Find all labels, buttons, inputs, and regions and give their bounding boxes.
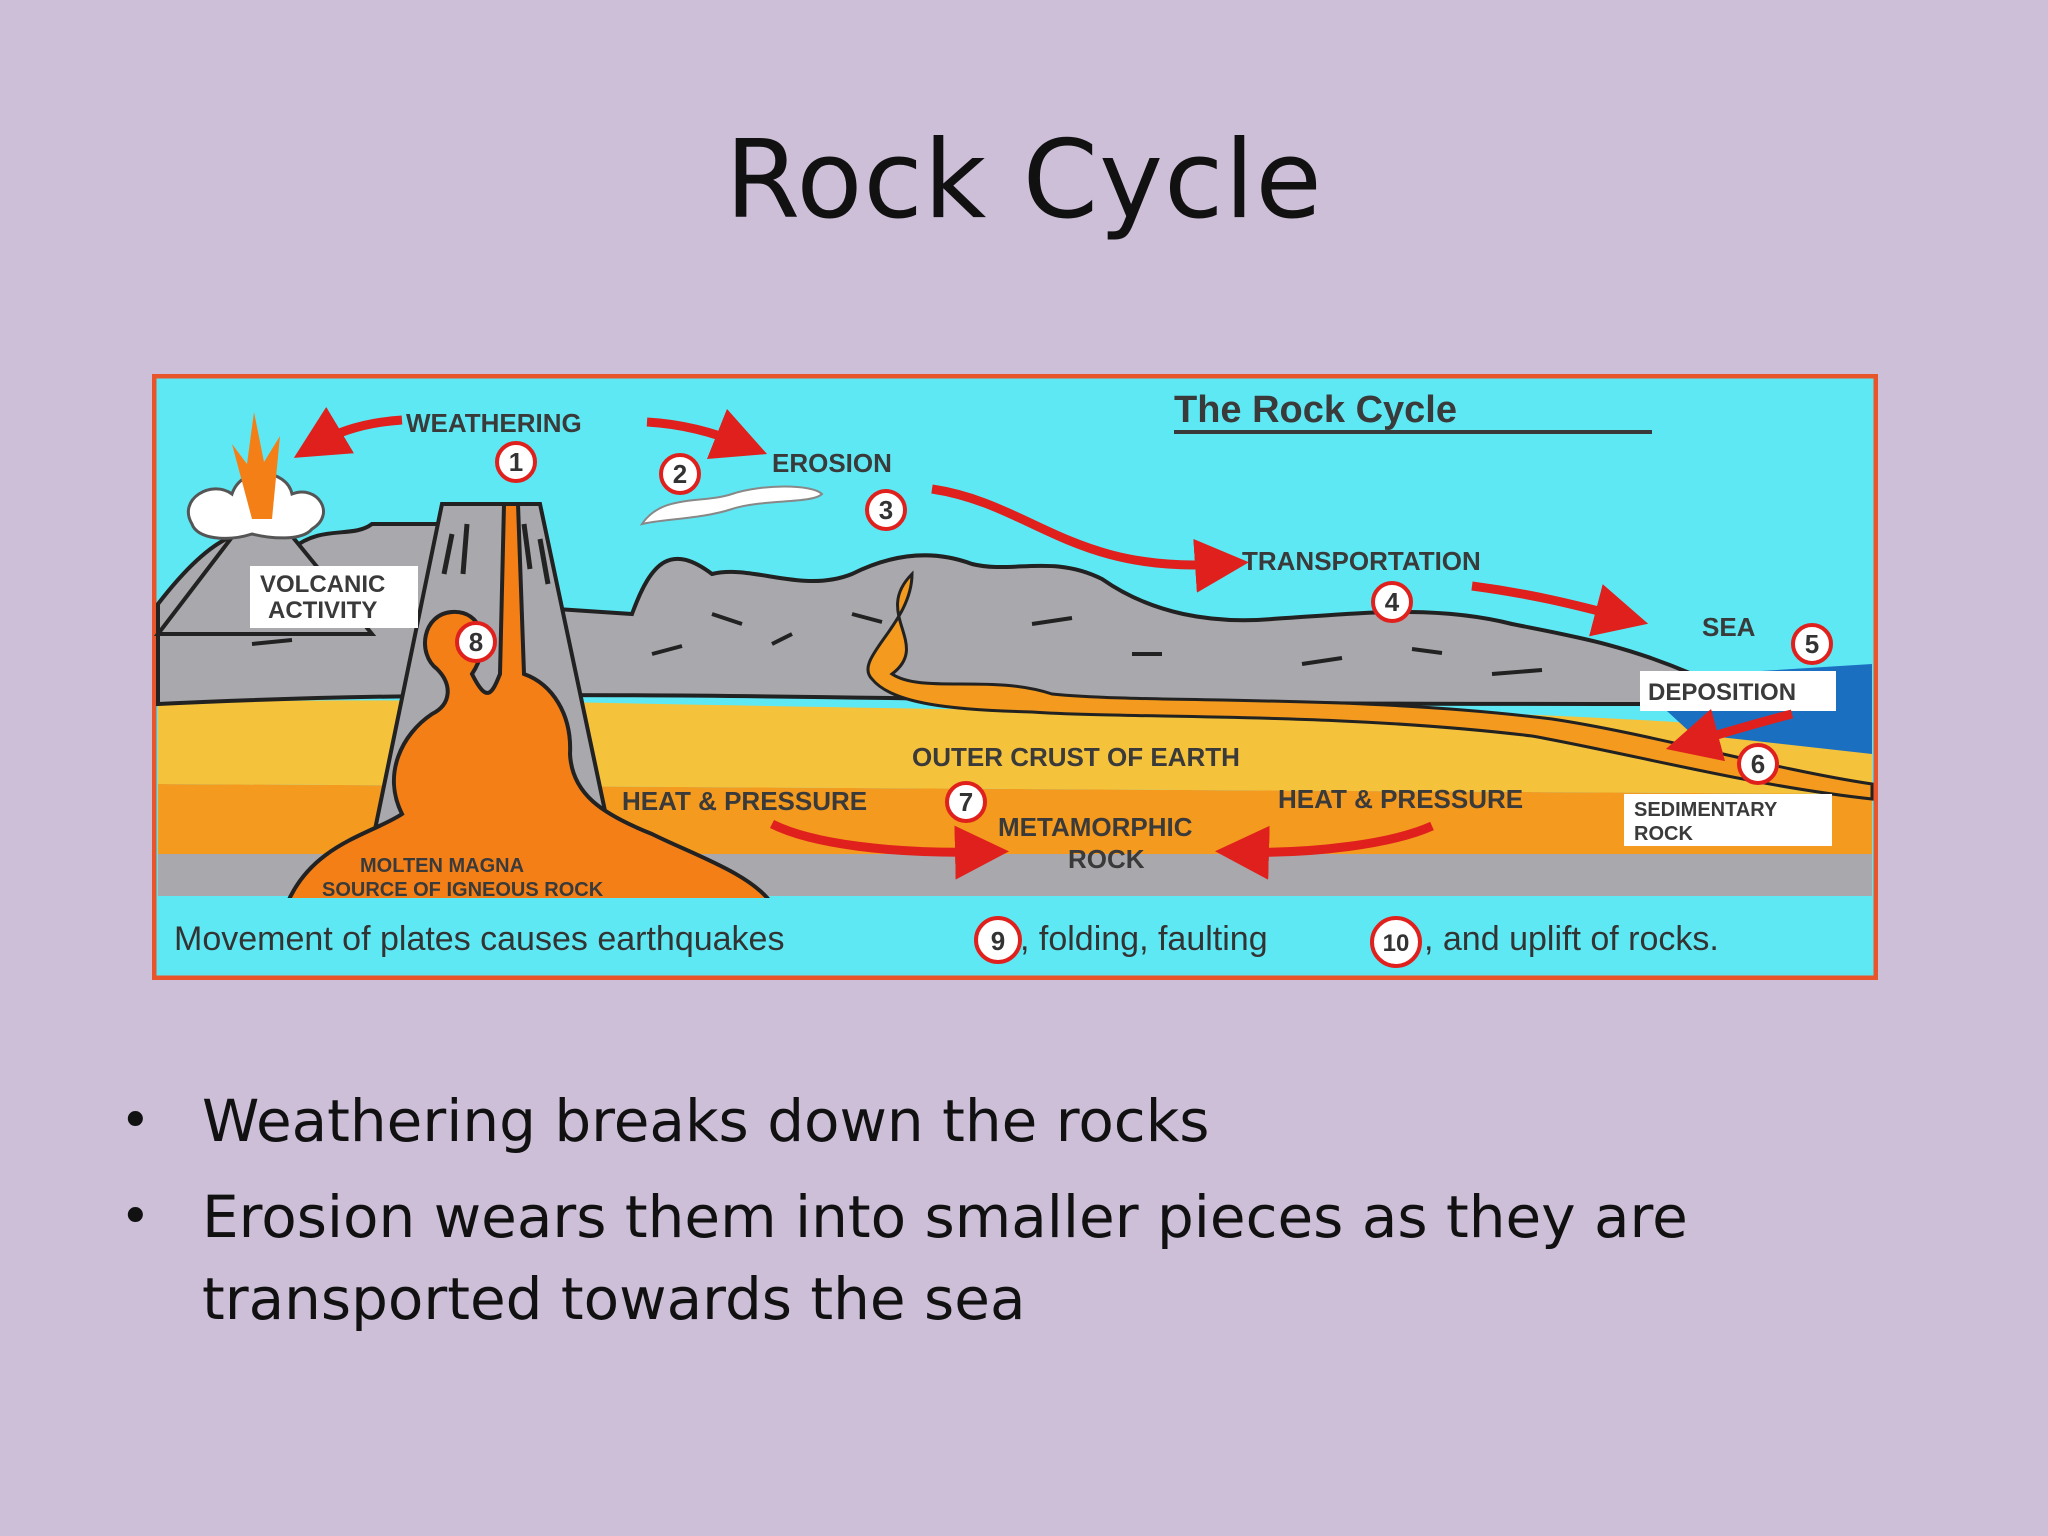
- arrow-erosion-transport: [931, 484, 1249, 593]
- steam-plume: [639, 485, 824, 526]
- svg-text:4: 4: [1385, 587, 1400, 617]
- svg-text:8: 8: [469, 627, 483, 657]
- footer-text-1: Movement of plates causes earthquakes: [174, 920, 784, 958]
- label-sedimentary-2: ROCK: [1634, 823, 1693, 845]
- rock-cycle-diagram: The Rock Cycle WEATHERING EROSION TRANSP…: [152, 374, 1878, 980]
- process-arrows: [293, 406, 1794, 880]
- label-magma-2: SOURCE OF IGNEOUS ROCK: [322, 879, 604, 901]
- arrow-transport-sea: [1471, 581, 1649, 637]
- label-magma-1: MOLTEN MAGNA: [360, 855, 524, 877]
- svg-text:1: 1: [509, 447, 523, 477]
- volcanic-label-box: [250, 566, 418, 628]
- label-outer-crust: OUTER CRUST OF EARTH: [912, 742, 1240, 772]
- diagram-title: The Rock Cycle: [1174, 389, 1457, 431]
- label-weathering: WEATHERING: [406, 408, 582, 438]
- svg-text:7: 7: [959, 787, 973, 817]
- label-sedimentary-1: SEDIMENTARY: [1634, 799, 1778, 821]
- eruption-flame: [232, 412, 280, 519]
- label-volcanic-1: VOLCANIC: [260, 571, 385, 598]
- step-2: 2: [659, 453, 701, 495]
- svg-text:5: 5: [1805, 629, 1819, 659]
- label-metamorphic-1: METAMORPHIC: [998, 812, 1193, 842]
- label-metamorphic-2: ROCK: [1068, 844, 1145, 874]
- deposition-label-box: [1640, 671, 1836, 711]
- label-volcanic-2: ACTIVITY: [268, 597, 377, 624]
- step-1: 1: [495, 441, 537, 483]
- step-markers: 1 2 3 4 5 6 7 8: [455, 441, 1833, 823]
- step-6: 6: [1737, 743, 1779, 785]
- arrow-deposition: [1665, 708, 1794, 762]
- diagram-title-underline: [1174, 430, 1652, 434]
- footer-text-2: , folding, faulting: [1020, 920, 1268, 958]
- label-sea: SEA: [1702, 612, 1756, 642]
- svg-text:9: 9: [991, 926, 1005, 956]
- arrow-heat-right: [1215, 821, 1434, 880]
- svg-text:10: 10: [1383, 930, 1410, 957]
- step-8: 8: [455, 621, 497, 663]
- svg-text:3: 3: [879, 495, 893, 525]
- footer-text-3: , and uplift of rocks.: [1424, 920, 1719, 958]
- label-heat-pressure-left: HEAT & PRESSURE: [622, 786, 867, 816]
- label-heat-pressure-right: HEAT & PRESSURE: [1278, 784, 1523, 814]
- label-transportation: TRANSPORTATION: [1242, 546, 1481, 576]
- step-10: 10: [1370, 916, 1422, 968]
- sedimentary-label-box: [1624, 794, 1832, 846]
- step-9: 9: [974, 916, 1022, 964]
- river: [866, 570, 1874, 801]
- volcano-texture: [441, 523, 551, 585]
- svg-text:2: 2: [673, 459, 687, 489]
- step-5: 5: [1791, 623, 1833, 665]
- slide-title: Rock Cycle: [725, 118, 1323, 243]
- bullet-list: Weathering breaks down the rocks Erosion…: [120, 1080, 1920, 1354]
- step-3: 3: [865, 489, 907, 531]
- rock-texture: [191, 612, 1543, 676]
- arrow-heat-left: [769, 819, 1009, 880]
- label-erosion: EROSION: [772, 448, 892, 478]
- arrow-weathering-left: [293, 406, 403, 458]
- bullet-item: Erosion wears them into smaller pieces a…: [120, 1176, 1762, 1340]
- svg-text:6: 6: [1751, 749, 1765, 779]
- arrow-weathering-right: [646, 408, 768, 460]
- label-deposition: DEPOSITION: [1648, 679, 1796, 706]
- step-7: 7: [945, 781, 987, 823]
- bullet-item: Weathering breaks down the rocks: [120, 1080, 1920, 1162]
- step-4: 4: [1371, 581, 1413, 623]
